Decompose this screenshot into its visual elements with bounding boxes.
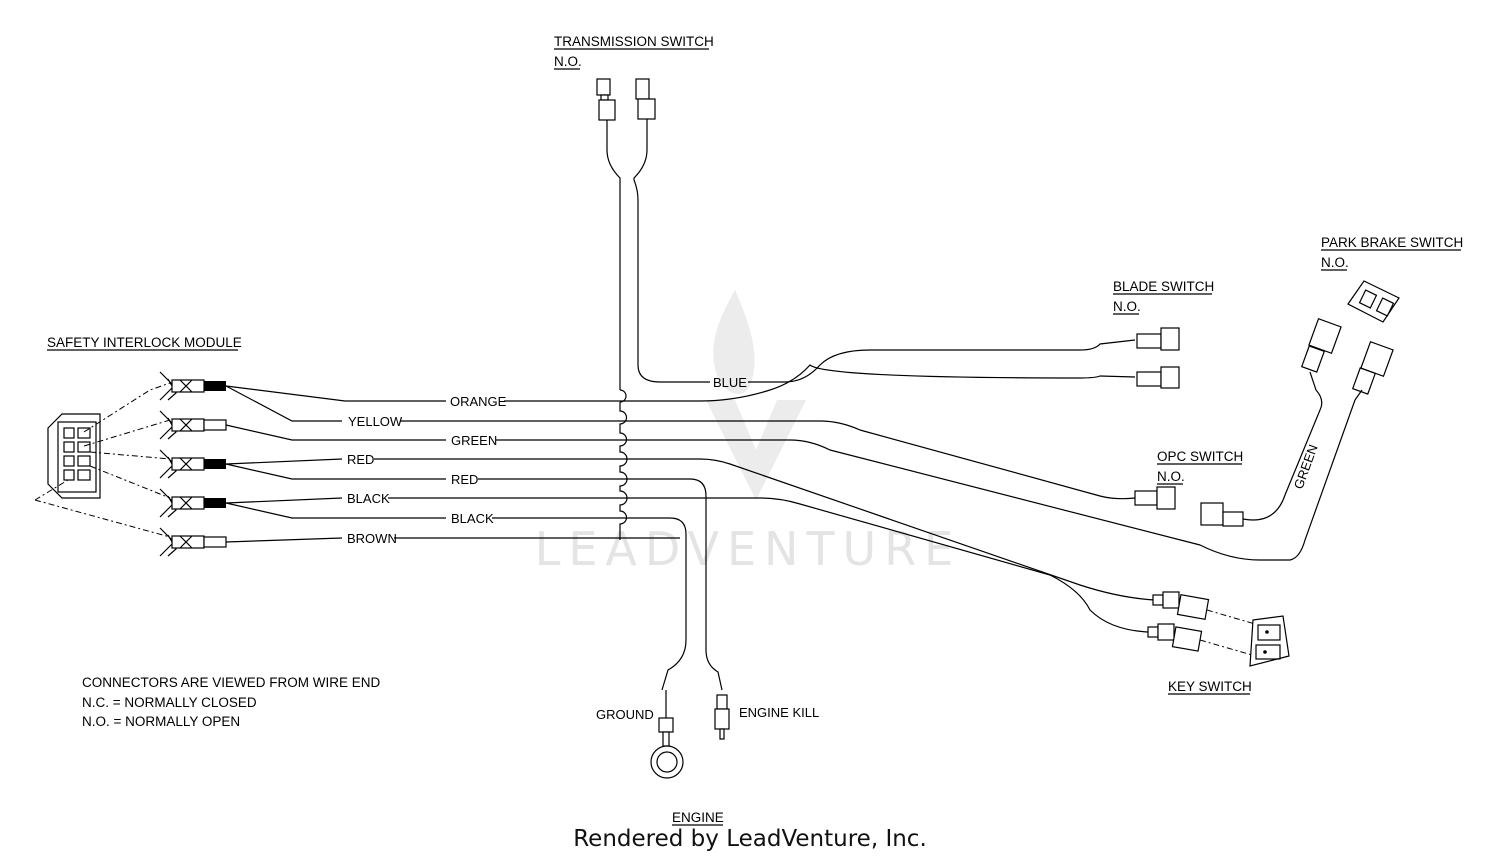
horizontal-wire-runs — [374, 364, 1356, 691]
transmission-switch-label: TRANSMISSION SWITCH — [554, 34, 714, 49]
engine-ground-terminal — [650, 690, 684, 779]
wire-label-black-2: BLACK — [451, 511, 494, 526]
wire-label-engine-kill: ENGINE KILL — [739, 705, 819, 720]
blade-switch-no-label: N.O. — [1113, 299, 1141, 314]
opc-switch-title: OPC SWITCH N.O. — [1157, 449, 1243, 485]
key-switch-label: KEY SWITCH — [1168, 679, 1252, 694]
terminal-4 — [159, 488, 226, 518]
module-terminals — [159, 371, 227, 557]
wire-label-red-1: RED — [347, 452, 374, 467]
wire-label-black-1: BLACK — [347, 491, 390, 506]
watermark-logo-icon — [706, 290, 806, 500]
transmission-switch-no-label: N.O. — [554, 54, 582, 69]
watermark: LEADVENTURE — [535, 290, 962, 576]
transmission-switch-title: TRANSMISSION SWITCH N.O. — [554, 34, 714, 70]
blade-switch-label: BLADE SWITCH — [1113, 279, 1214, 294]
engine-label: ENGINE — [672, 810, 724, 825]
wire-label-green-vertical: GREEN — [1291, 442, 1321, 491]
notes: CONNECTORS ARE VIEWED FROM WIRE END N.C.… — [82, 675, 381, 729]
module-dashed-leaders — [34, 382, 171, 538]
engine-title: ENGINE — [672, 810, 724, 826]
wire-label-orange: ORANGE — [450, 394, 507, 409]
footer-credit: Rendered by LeadVenture, Inc. — [573, 826, 927, 852]
terminal-5 — [159, 527, 227, 557]
terminal-2 — [159, 410, 227, 440]
note-line-1: CONNECTORS ARE VIEWED FROM WIRE END — [82, 675, 381, 690]
terminal-1 — [159, 371, 226, 401]
park-brake-switch-no-label: N.O. — [1321, 255, 1349, 270]
blade-switch — [1136, 327, 1180, 389]
transmission-switch-connectors — [596, 78, 1136, 390]
safety-interlock-module-connector — [47, 413, 101, 499]
harness-trunk — [619, 389, 628, 540]
park-brake-switch — [1300, 280, 1400, 401]
wire-label-blue: BLUE — [713, 375, 747, 390]
watermark-text: LEADVENTURE — [535, 522, 962, 576]
safety-interlock-module-label: SAFETY INTERLOCK MODULE — [47, 335, 242, 350]
blade-switch-title: BLADE SWITCH N.O. — [1113, 279, 1214, 315]
park-brake-switch-title: PARK BRAKE SWITCH N.O. — [1321, 235, 1463, 271]
key-switch — [1147, 591, 1290, 667]
module-fanout-wires — [225, 385, 446, 543]
wire-label-ground: GROUND — [596, 707, 654, 722]
note-line-2: N.C. = NORMALLY CLOSED — [82, 695, 257, 710]
opc-switch-no-label: N.O. — [1157, 469, 1185, 484]
note-line-3: N.O. = NORMALLY OPEN — [82, 714, 240, 729]
key-switch-title: KEY SWITCH — [1168, 679, 1252, 695]
safety-interlock-module-title: SAFETY INTERLOCK MODULE — [47, 335, 242, 351]
terminal-3 — [159, 449, 226, 479]
opc-switch — [1134, 371, 1323, 527]
opc-switch-label: OPC SWITCH — [1157, 449, 1243, 464]
wire-label-red-2: RED — [451, 472, 478, 487]
park-brake-switch-label: PARK BRAKE SWITCH — [1321, 235, 1463, 250]
wire-label-yellow: YELLOW — [348, 414, 403, 429]
wire-label-brown: BROWN — [347, 531, 397, 546]
engine-kill-terminal — [714, 694, 730, 740]
wire-label-green: GREEN — [451, 433, 497, 448]
